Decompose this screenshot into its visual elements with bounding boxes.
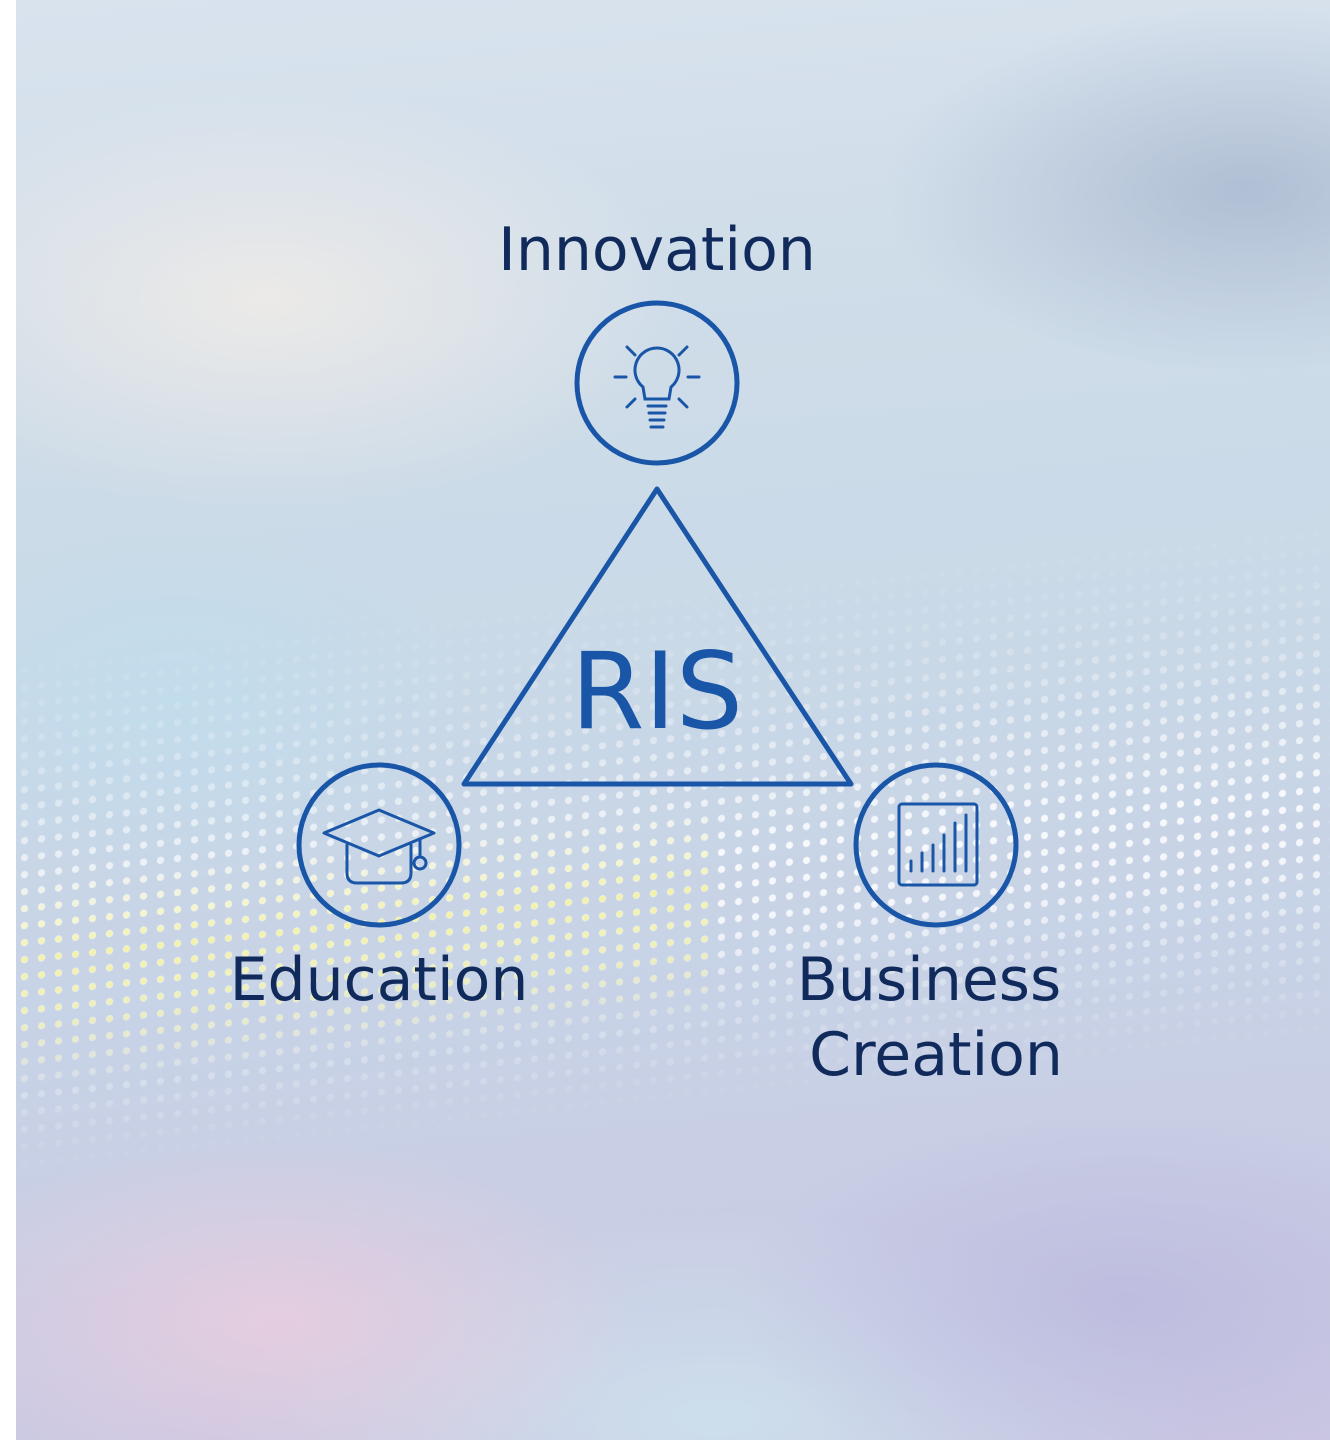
lightbulb-icon [613,345,701,429]
center-label: RIS [571,630,743,753]
education-label: Education [230,945,529,1015]
graduation-cap-icon [322,808,436,885]
ris-triangle [461,486,854,787]
business-label-line2: Creation [809,1020,1063,1090]
innovation-node [574,300,740,466]
innovation-label: Innovation [498,215,816,285]
education-node [296,762,462,928]
business-creation-node [853,762,1019,928]
business-label-line1: Business [797,945,1062,1015]
background [16,0,1330,1440]
bar-chart-icon [897,802,979,887]
